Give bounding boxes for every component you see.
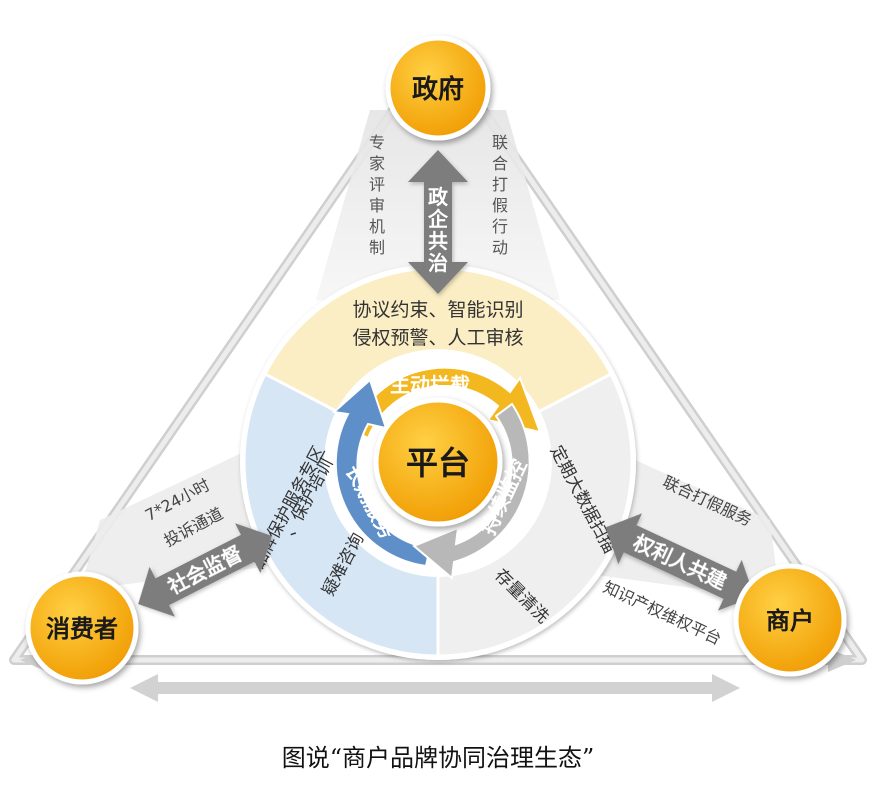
gov-enterprise-label-4: 治 (428, 251, 448, 275)
vJoint-char: 打 (492, 175, 508, 194)
gov-enterprise-label-3: 共 (428, 229, 448, 253)
active-intercept-arrow (350, 366, 542, 440)
vJoint-char: 联 (492, 133, 508, 152)
merchant-node: 商户 (733, 563, 847, 677)
ring-segment-left (243, 374, 438, 656)
vJoint-char: 假 (492, 196, 508, 215)
consumer-label: 消费者 (46, 615, 118, 643)
gov-enterprise-label-1: 政 (428, 185, 449, 209)
continuous-monitoring-arrow (412, 402, 531, 580)
gov-enterprise-arrow (408, 150, 468, 294)
ring-top-line1: 协议约束、智能识别 (352, 299, 523, 321)
active-intercept-label: 主动拦截 (390, 373, 470, 397)
consumer-node: 消费者 (25, 571, 139, 685)
government-node: 政府 (385, 35, 491, 141)
government-label: 政府 (412, 74, 464, 105)
vExpert-char: 制 (369, 238, 385, 257)
platform-label: 平台 (406, 444, 470, 482)
ring-segment-right (438, 374, 633, 656)
platform-node: 平台 (373, 397, 503, 527)
vExpert-char: 专 (369, 133, 385, 152)
vExpert-char: 家 (369, 154, 385, 173)
ring-segment-top (265, 267, 611, 411)
vJoint-char: 动 (492, 238, 508, 257)
ring-top-line2: 侵权预警、人工审核 (352, 327, 523, 349)
vJoint-char: 合 (492, 154, 508, 173)
long-term-service-arrow (331, 378, 432, 568)
merchant-label: 商户 (766, 607, 814, 635)
figure-caption: 图说“商户品牌协同治理生态” (281, 744, 595, 772)
gov-enterprise-label-2: 企 (427, 207, 449, 231)
vExpert-char: 机 (369, 217, 385, 236)
vJoint-char: 行 (492, 217, 508, 236)
vExpert-char: 评 (369, 175, 385, 194)
vExpert-char: 审 (369, 196, 385, 215)
inner-cycle-arrows (331, 366, 542, 580)
